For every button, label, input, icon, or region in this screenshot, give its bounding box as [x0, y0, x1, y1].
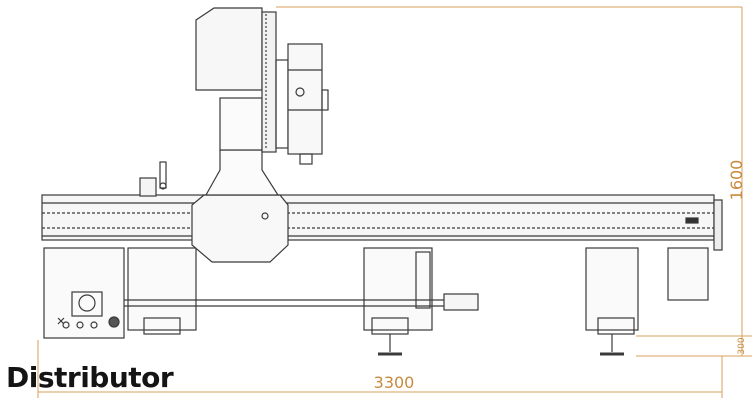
main-beam: [41, 194, 715, 241]
z-column: [219, 97, 263, 151]
leg-left: [127, 247, 197, 331]
leg-middle: [363, 247, 433, 331]
foot-dimension-label: 300: [737, 337, 747, 354]
distributor-caption: Distributor: [6, 361, 174, 394]
side-box: [667, 247, 709, 301]
length-dimension-label: 3300: [374, 373, 415, 392]
spindle-housing: [195, 7, 263, 91]
leg-right: [585, 247, 639, 331]
height-dimension-label: 1600: [727, 160, 746, 201]
spindle-motor: [287, 43, 323, 155]
gantry-carriage: [191, 194, 289, 263]
